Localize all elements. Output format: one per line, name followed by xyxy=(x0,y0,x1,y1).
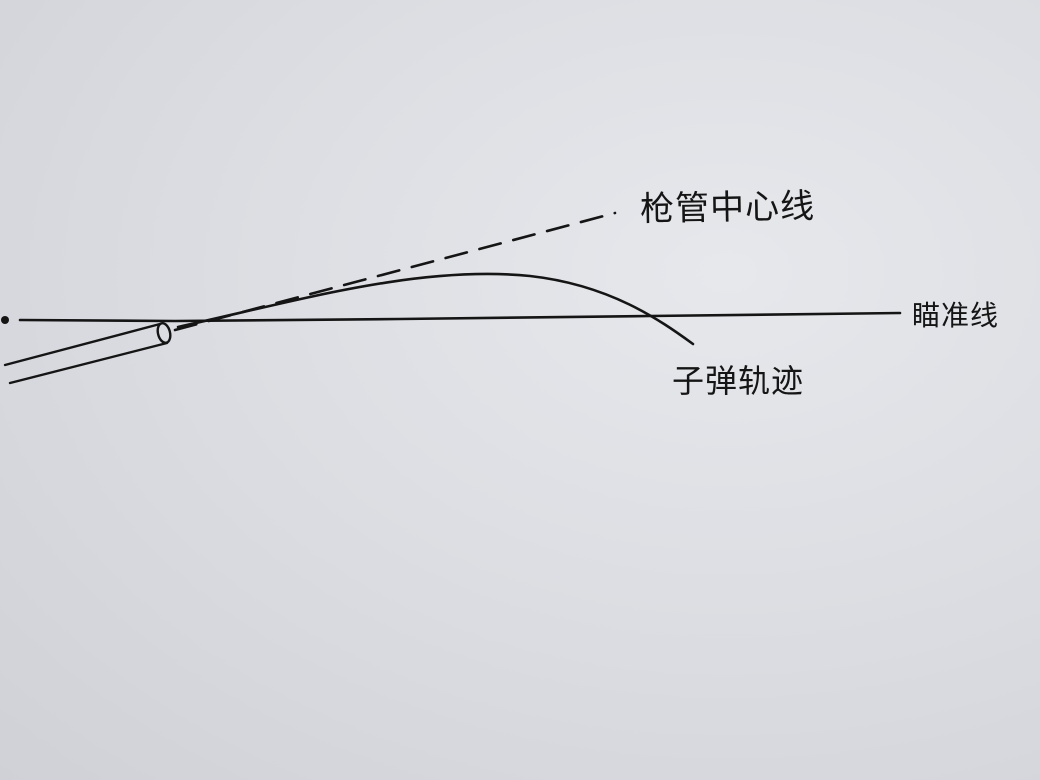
bullet-trajectory xyxy=(176,272,695,346)
line-of-sight-label: 瞄准线 xyxy=(912,299,1000,332)
trajectory-label: 子弹轨迹 xyxy=(672,362,805,400)
line-of-sight xyxy=(18,311,902,323)
gun-barrel-icon xyxy=(3,321,172,385)
bore-line-label: 枪管中心线 xyxy=(639,186,816,230)
sight-point-icon xyxy=(1,316,9,324)
